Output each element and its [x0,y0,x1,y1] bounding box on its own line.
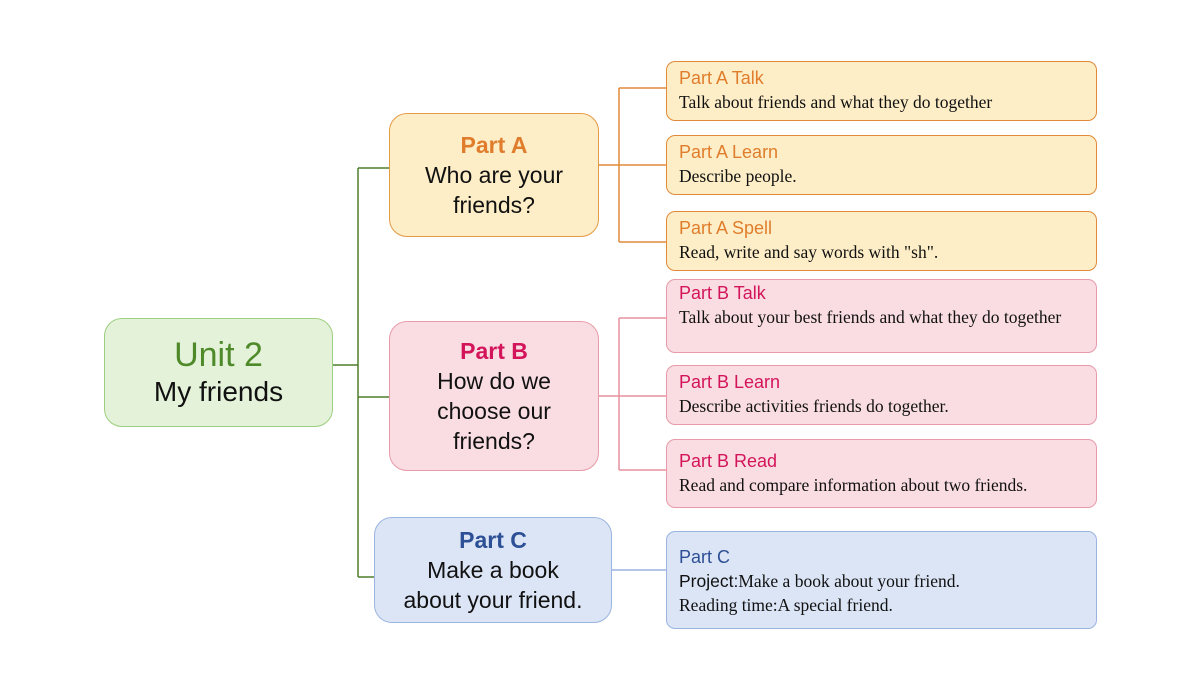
leaf-project-line: Project:Make a book about your friend. [679,569,1084,593]
leaf-description: Talk about your best friends and what th… [679,307,1062,327]
leaf-title: Part B Learn [679,372,781,392]
leaf-title: Part A Talk [679,68,764,88]
root-connector [333,167,389,578]
part-b-question-line-2: choose our [437,398,551,424]
reading-label: Reading time: [679,595,778,615]
leaf-description: Talk about friends and what they do toge… [679,92,993,112]
leaf-title: Part C [679,547,731,567]
part-c-node: Part C Make a book about your friend. [374,517,612,623]
part-b-question-line-1: How do we [437,368,551,394]
part-a-title: Part A [460,132,528,158]
root-node-unit-2: Unit 2 My friends [104,318,333,427]
part-a-connector [599,87,666,243]
part-c-question-line-2: about your friend. [403,587,583,613]
leaf-reading-line: Reading time:A special friend. [679,593,1084,617]
part-b-connector [599,317,666,471]
leaf-description: Describe people. [679,166,797,186]
part-a-question-line-1: Who are your [424,162,564,188]
part-b-title: Part B [460,338,528,364]
part-c-title: Part C [459,527,527,553]
leaf-part-b-learn: Part B Learn Describe activities friends… [666,365,1097,425]
leaf-description: Describe activities friends do together. [679,396,949,416]
leaf-part-b-read: Part B Read Read and compare information… [666,439,1097,508]
project-text: Make a book about your friend. [738,571,960,591]
part-a-question-line-2: friends? [453,192,535,218]
leaf-title: Part B Talk [679,283,766,303]
leaf-part-a-spell: Part A Spell Read, write and say words w… [666,211,1097,271]
root-subtitle: My friends [153,375,284,407]
leaf-part-a-talk: Part A Talk Talk about friends and what … [666,61,1097,121]
part-b-node: Part B How do we choose our friends? [389,321,599,471]
leaf-part-a-learn: Part A Learn Describe people. [666,135,1097,195]
leaf-title: Part A Spell [679,218,773,238]
part-b-question-line-3: friends? [453,428,535,454]
part-a-node: Part A Who are your friends? [389,113,599,237]
leaf-title: Part A Learn [679,142,779,162]
reading-text: A special friend. [777,595,893,615]
leaf-description: Read, write and say words with "sh". [679,242,939,262]
leaf-part-c: Part C Project:Make a book about your fr… [666,531,1097,629]
part-c-question-line-1: Make a book [427,557,559,583]
root-title: Unit 2 [174,335,263,374]
leaf-description: Read and compare information about two f… [679,475,1028,495]
leaf-title: Part B Read [679,451,778,471]
leaf-part-b-talk: Part B Talk Talk about your best friends… [666,279,1097,353]
project-label: Project: [679,571,739,591]
